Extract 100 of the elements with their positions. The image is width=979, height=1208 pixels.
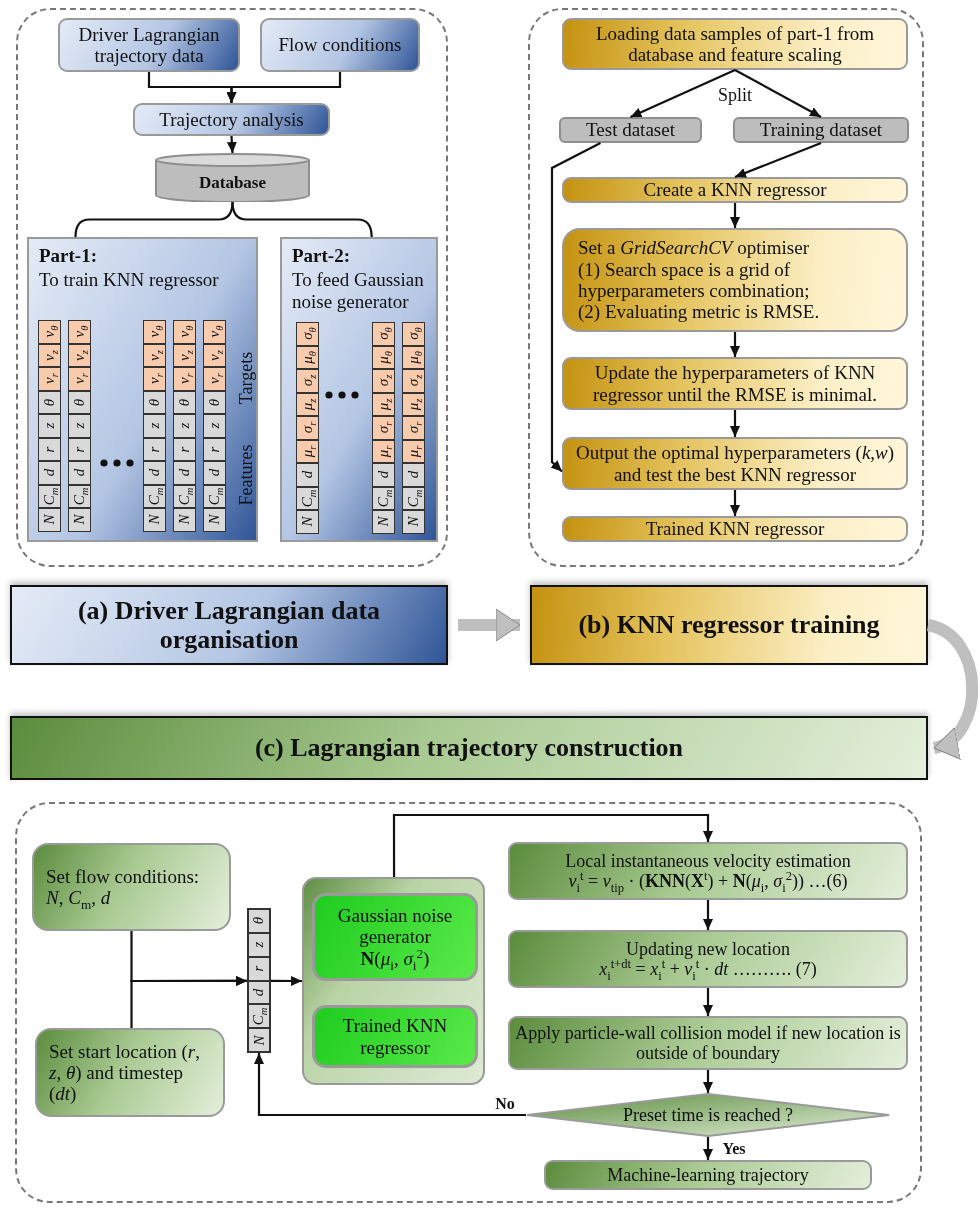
- feature-cell: θ: [173, 390, 196, 414]
- box-text: Trajectory analysis: [159, 108, 304, 131]
- feature-cell: d: [372, 463, 395, 487]
- box-text: Updating new location: [626, 938, 790, 959]
- box-text: Loading data samples of part-1 from database and feature scaling: [594, 22, 876, 66]
- feature-cell: N: [143, 508, 166, 532]
- box-text: Training dataset: [759, 119, 883, 141]
- database-cylinder: [155, 153, 310, 202]
- arrow: [271, 976, 302, 986]
- arrow: [703, 988, 713, 1016]
- arrow: [734, 69, 822, 118]
- section-banner: [530, 585, 928, 665]
- feature-cell: N: [173, 508, 196, 532]
- axis-label: Features: [235, 444, 257, 506]
- box-text: To feed Gaussian noise generator: [292, 269, 425, 312]
- box-text: Create a KNN regressor: [643, 179, 827, 201]
- feature-cell: d: [68, 461, 91, 485]
- arrow: [254, 1053, 526, 1117]
- box-text: N(μ$_{i}$, σ$_{i}$$^{2}$): [360, 947, 430, 969]
- process-box: [562, 437, 908, 490]
- box-heading: Part-2:: [292, 245, 351, 267]
- feature-cell: θ: [68, 390, 91, 414]
- arrow: [550, 142, 601, 473]
- arrow: [734, 141, 822, 179]
- feature-cell: z: [173, 414, 196, 438]
- box-text: Set start location (r, z, θ) and timestep (dt): [49, 1040, 201, 1105]
- process-box: [508, 930, 908, 988]
- model-box: [312, 893, 478, 981]
- feature-cell: d: [296, 463, 319, 487]
- box-text: Preset time is reached ?: [623, 1104, 793, 1126]
- process-box: [35, 1028, 225, 1117]
- feature-cell: N: [203, 508, 226, 532]
- feature-cell: θ: [143, 390, 166, 414]
- box-text: N, C$_{m}$, d: [46, 887, 111, 909]
- arrow: [130, 975, 247, 1028]
- feature-cell: d: [173, 461, 196, 485]
- dataset-box: [559, 117, 702, 143]
- feature-cell: r: [203, 437, 226, 461]
- process-box: [562, 18, 908, 70]
- box-text: Trained KNN regressor: [645, 518, 825, 540]
- process-box: [260, 18, 420, 72]
- arrow: [703, 1070, 713, 1093]
- process-box: [32, 843, 231, 931]
- block-arrow: [458, 608, 521, 642]
- process-box: [508, 842, 908, 900]
- box-text: (c) Lagrangian trajectory construction: [253, 733, 685, 763]
- feature-cell: d: [402, 463, 425, 487]
- feature-vector: [247, 908, 271, 1053]
- feature-cell: N: [402, 510, 425, 534]
- box-text: Output the optimal hyperparameters (k,w) and test the best KNN regressor: [574, 442, 896, 485]
- arrow: [226, 72, 342, 103]
- arrow: [630, 69, 736, 118]
- feature-cell: r: [38, 437, 61, 461]
- feature-cell: θ: [38, 390, 61, 414]
- dashed-panel: [15, 802, 922, 1203]
- process-box: [562, 228, 908, 332]
- process-box: [562, 357, 908, 410]
- box-text: (a) Driver Lagrangian data organisation: [76, 595, 382, 655]
- vector-cell: r: [248, 956, 270, 981]
- box-text: Machine-learning trajectory: [607, 1164, 809, 1186]
- feature-cell: θ: [203, 390, 226, 414]
- decision-diamond: [526, 1093, 890, 1137]
- feature-cell: d: [143, 461, 166, 485]
- dataset-box: [733, 117, 909, 143]
- box-text: To train KNN regressor: [39, 269, 219, 291]
- curly-brace: [74, 201, 234, 238]
- vector-cell: z: [248, 932, 270, 957]
- box-text: (1) Search space is a grid of hyperparameters combination;: [578, 258, 811, 302]
- feature-cell: z: [38, 414, 61, 438]
- section-banner: [10, 585, 448, 665]
- feature-cell: N: [372, 510, 395, 534]
- process-box: [562, 177, 908, 203]
- feature-cell: d: [38, 461, 61, 485]
- box-text: Set a GridSearchCV optimiser: [578, 237, 809, 259]
- axis-label: Targets: [235, 351, 257, 405]
- process-box: [544, 1160, 872, 1190]
- process-box: [133, 103, 330, 136]
- feature-cell: z: [203, 414, 226, 438]
- box-text: Local instantaneous velocity estimation: [565, 850, 851, 871]
- box-text: (b) KNN regressor training: [577, 610, 881, 640]
- box-text: (2) Evaluating metric is RMSE.: [578, 301, 820, 323]
- box-text: Driver Lagrangian trajectory data: [77, 23, 221, 67]
- process-box: [508, 1016, 908, 1070]
- arrow: [392, 813, 713, 877]
- feature-cell: N: [296, 510, 319, 534]
- box-text: Test dataset: [586, 119, 675, 141]
- box-text: Database: [198, 173, 267, 192]
- arrow: [730, 332, 740, 357]
- model-box: [312, 1005, 478, 1068]
- box-text: Apply particle-wall collision model if new location is outside of boundary: [514, 1022, 902, 1064]
- feature-cell: r: [173, 437, 196, 461]
- feature-cell: z: [68, 414, 91, 438]
- feature-cell: r: [68, 437, 91, 461]
- arrow: [703, 1137, 713, 1160]
- section-banner: [10, 716, 928, 780]
- arrow: [730, 490, 740, 516]
- box-text: Flow conditions: [278, 34, 402, 56]
- dashed-panel: [528, 8, 924, 567]
- feature-cell: z: [143, 414, 166, 438]
- box-text: Trained KNN regressor: [341, 1015, 449, 1058]
